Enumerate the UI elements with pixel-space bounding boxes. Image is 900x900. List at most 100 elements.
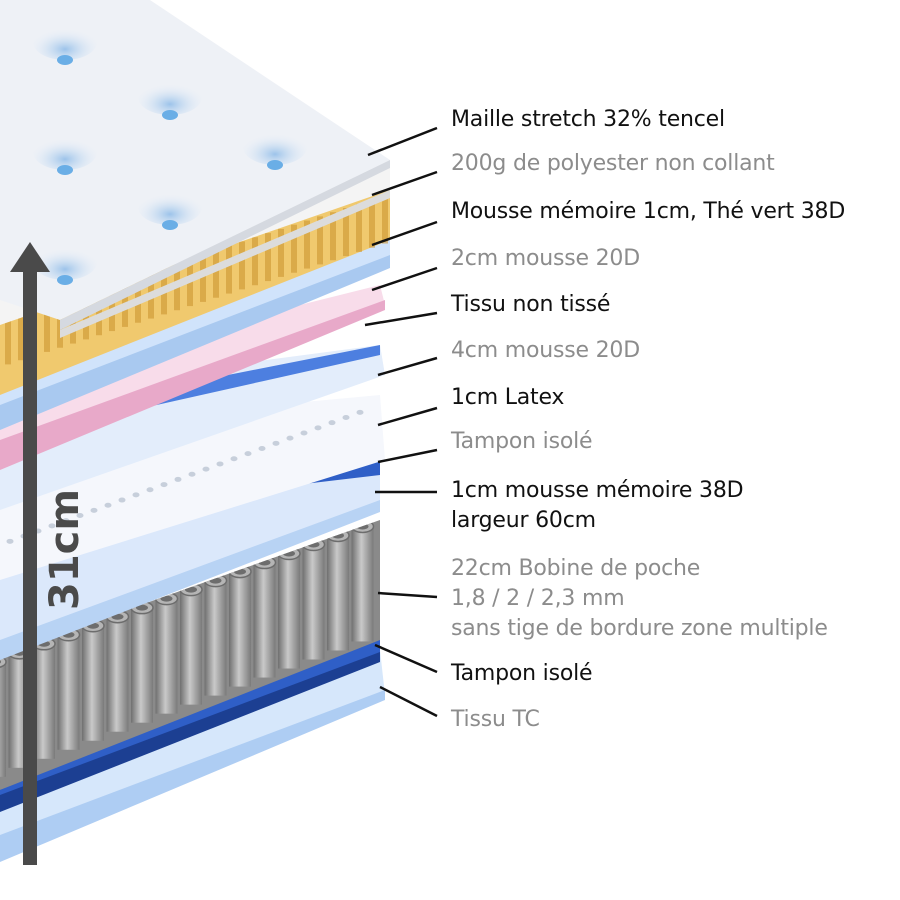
coil-hole <box>136 604 148 611</box>
label-foam-2cm: 2cm mousse 20D <box>451 246 640 271</box>
leader-line-2 <box>371 170 438 197</box>
foam-stripe <box>369 199 375 248</box>
coil <box>278 553 300 669</box>
latex-hole <box>48 523 56 529</box>
tuft <box>33 134 97 170</box>
coil-hole <box>283 550 295 557</box>
tuft-dot <box>57 275 73 285</box>
label-tc-fabric: Tissu TC <box>451 707 540 732</box>
tuft-dot <box>57 55 73 65</box>
leader-line-11 <box>374 643 438 674</box>
tuft-dot <box>162 110 178 120</box>
latex-hole <box>104 502 112 508</box>
tuft <box>138 79 202 115</box>
coil <box>351 526 374 642</box>
foam-stripe <box>330 212 336 261</box>
coil <box>82 625 104 741</box>
foam-stripe <box>356 203 362 252</box>
coil <box>229 571 251 687</box>
leader-line-10 <box>377 591 438 599</box>
coil <box>0 661 6 777</box>
label-memory-foam-green-tea: Mousse mémoire 1cm, Thé vert 38D <box>451 199 846 224</box>
foam-stripe <box>239 241 245 290</box>
leader-line-3 <box>371 220 438 247</box>
foam-stripe <box>265 233 271 282</box>
latex-hole <box>342 415 350 421</box>
latex-hole <box>216 461 224 467</box>
label-pocket-coil: 22cm Bobine de poche 1,8 / 2 / 2,3 mm sa… <box>451 556 828 641</box>
coil <box>302 544 325 660</box>
label-insulator-bottom: Tampon isolé <box>451 661 593 686</box>
coil <box>33 643 55 759</box>
foam-stripe <box>382 195 388 244</box>
tuft <box>243 129 307 165</box>
leader-line-7 <box>377 406 438 427</box>
coil-hole <box>356 523 369 530</box>
foam-stripe <box>304 220 310 269</box>
leader-line-6 <box>377 356 438 377</box>
layer-top-knit <box>0 0 390 330</box>
coil <box>155 598 178 714</box>
leader-line-12 <box>379 685 438 718</box>
coil-hole <box>185 586 197 593</box>
label-insulator-top: Tampon isolé <box>451 429 593 454</box>
label-foam-4cm: 4cm mousse 20D <box>451 338 640 363</box>
label-non-woven: Tissu non tissé <box>451 292 611 317</box>
foam-stripe <box>226 245 232 294</box>
latex-hole <box>90 507 98 513</box>
leader-lines <box>364 126 438 718</box>
foam-stripe <box>109 283 115 332</box>
leader-line-5 <box>364 311 438 327</box>
latex-hole <box>146 487 154 493</box>
foam-stripe <box>252 237 258 286</box>
latex-hole <box>328 420 336 426</box>
latex-hole <box>314 425 322 431</box>
latex-hole <box>258 445 266 451</box>
tuft-dot <box>57 165 73 175</box>
label-latex: 1cm Latex <box>451 385 565 410</box>
coil-hole <box>160 595 173 602</box>
latex-hole <box>244 451 252 457</box>
coil <box>253 562 276 678</box>
coil-hole <box>307 541 320 548</box>
tuft-dot <box>267 160 283 170</box>
foam-stripe <box>213 249 219 298</box>
layer-tc-fabric <box>0 650 385 862</box>
latex-hole <box>272 440 280 446</box>
leader-line-4 <box>371 266 438 292</box>
layer-pocket-coil <box>0 520 380 790</box>
foam-stripe <box>291 224 297 273</box>
latex-hole <box>286 435 294 441</box>
foam-stripe <box>278 228 284 277</box>
latex-hole <box>174 476 182 482</box>
coil-hole <box>209 577 222 584</box>
layer-foam-2cm <box>0 240 390 430</box>
tuft <box>138 189 202 225</box>
latex-hole <box>230 456 238 462</box>
coil <box>131 607 153 723</box>
leader-line-1 <box>367 126 438 157</box>
latex-hole <box>76 513 84 519</box>
foam-stripe <box>5 316 11 365</box>
foam-stripe <box>317 216 323 265</box>
tuft-dot <box>162 220 178 230</box>
label-top-knit: Maille stretch 32% tencel <box>451 107 725 132</box>
latex-hole <box>300 430 308 436</box>
latex-hole <box>356 409 364 415</box>
latex-hole <box>6 538 14 544</box>
latex-hole <box>118 497 126 503</box>
height-label: 31cm <box>42 489 88 610</box>
foam-stripe <box>18 312 24 361</box>
coil <box>180 589 202 705</box>
leader-line-8 <box>377 448 438 464</box>
latex-hole <box>202 466 210 472</box>
coil <box>204 580 227 696</box>
layer-non-woven <box>0 285 385 470</box>
foam-stripe <box>200 253 206 302</box>
coil-hole <box>332 532 344 539</box>
coil <box>106 616 129 732</box>
foam-stripe <box>343 208 349 257</box>
label-polyester-fill: 200g de polyester non collant <box>451 151 775 176</box>
tuft <box>33 24 97 60</box>
